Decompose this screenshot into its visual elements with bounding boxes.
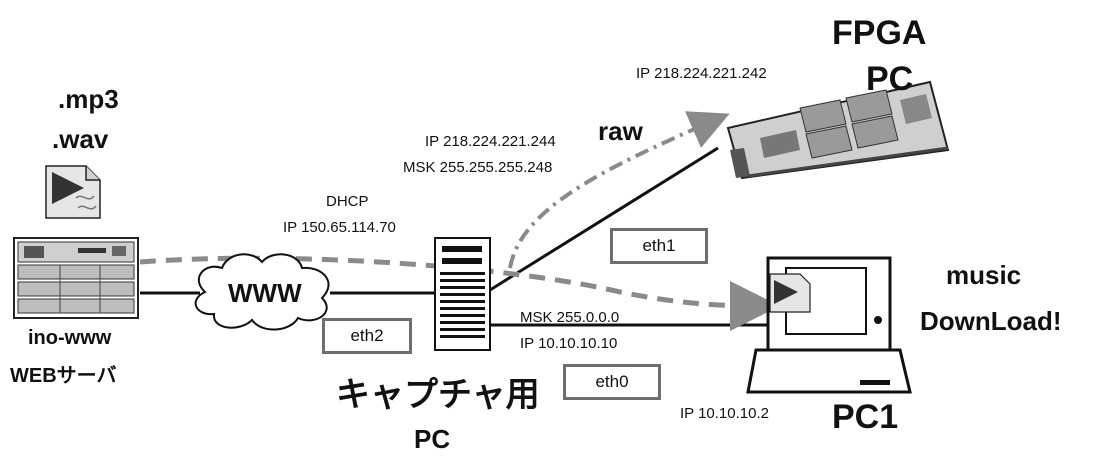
audio-file-icon	[46, 166, 100, 218]
fpga-ip-label: IP 218.224.221.242	[636, 66, 767, 81]
eth0-box: eth0	[563, 364, 661, 400]
eth0-mask-label: MSK 255.0.0.0	[520, 310, 619, 325]
eth0-ip-label: IP 10.10.10.10	[520, 336, 617, 351]
pc1-title: PC1	[832, 400, 898, 434]
capture-pc-subtitle: PC	[414, 426, 450, 452]
server-role-label: WEBサーバ	[10, 366, 116, 386]
www-cloud-label: WWW	[228, 280, 302, 306]
raw-label: raw	[598, 118, 643, 144]
server-name-label: ino-www	[28, 328, 111, 348]
capture-pc-tower-icon	[435, 238, 490, 350]
eth1-box: eth1	[610, 228, 708, 264]
download-caption: DownLoad!	[920, 308, 1062, 334]
fpga-board-icon	[728, 82, 948, 178]
wav-label: .wav	[52, 126, 108, 152]
fpga-subtitle: PC	[866, 62, 913, 96]
eth2-ip-label: IP 150.65.114.70	[283, 220, 396, 235]
music-caption: music	[946, 262, 1021, 288]
eth1-mask-label: MSK 255.255.255.248	[403, 160, 552, 175]
mp3-label: .mp3	[58, 86, 119, 112]
capture-pc-title: キャプチャ用	[336, 378, 540, 412]
dhcp-label: DHCP	[326, 194, 369, 209]
fpga-title: FPGA	[832, 16, 926, 50]
web-server-icon	[14, 238, 138, 318]
pc1-laptop-icon	[748, 258, 910, 392]
eth1-ip-label: IP 218.224.221.244	[425, 134, 556, 149]
eth2-box: eth2	[322, 318, 412, 354]
pc1-ip-label: IP 10.10.10.2	[680, 406, 769, 421]
